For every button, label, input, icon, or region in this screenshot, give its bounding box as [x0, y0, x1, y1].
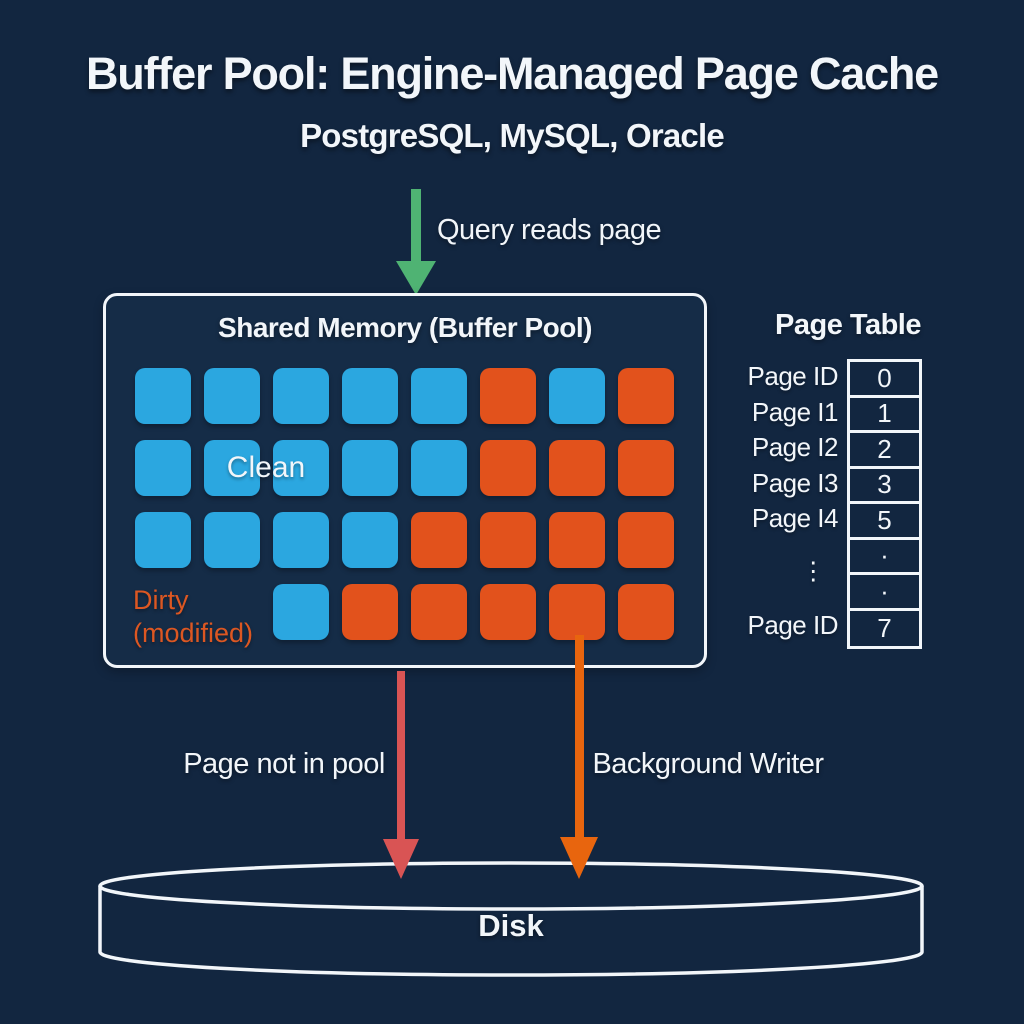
clean-pages-label: Clean	[226, 451, 306, 484]
page-table-cell: 2	[850, 433, 919, 469]
page-table-title: Page Table	[775, 309, 921, 341]
page-title: Buffer Pool: Engine-Managed Page Cache	[85, 48, 939, 99]
page-table-row-label: ⋮	[800, 557, 826, 586]
buffer-page-clean	[411, 368, 467, 424]
page-miss-arrow-icon	[383, 671, 419, 879]
disk-label: Disk	[478, 908, 544, 943]
buffer-page-dirty	[618, 440, 674, 496]
page-table-row-label: Page I3	[751, 467, 839, 498]
buffer-pool-box: Shared Memory (Buffer Pool) Clean Dirty …	[103, 293, 707, 668]
dirty-label-line1: Dirty	[133, 585, 189, 615]
background-writer-label: Background Writer	[592, 748, 824, 780]
page-table-row-label: Page I2	[751, 432, 839, 463]
buffer-page-clean	[204, 440, 260, 496]
disk-cylinder-icon	[98, 861, 924, 977]
buffer-page-dirty	[618, 368, 674, 424]
buffer-page-dirty	[411, 512, 467, 568]
page-table-cell: ·	[850, 575, 919, 611]
buffer-page-dirty	[480, 368, 536, 424]
buffer-page-dirty	[480, 512, 536, 568]
buffer-page-dirty	[411, 584, 467, 640]
buffer-page-clean	[135, 512, 191, 568]
buffer-page-clean	[342, 440, 398, 496]
buffer-page-clean	[204, 512, 260, 568]
page-not-in-pool-label: Page not in pool	[183, 748, 385, 780]
page-subtitle: PostgreSQL, MySQL, Oracle	[300, 117, 725, 154]
query-reads-arrow-icon	[396, 189, 436, 295]
buffer-page-clean	[273, 584, 329, 640]
buffer-page-dirty	[549, 584, 605, 640]
buffer-page-clean	[273, 440, 329, 496]
query-reads-page-label: Query reads page	[437, 214, 662, 246]
page-table-cell: 7	[877, 612, 892, 643]
buffer-page-clean	[342, 512, 398, 568]
buffer-page-dirty	[342, 584, 398, 640]
page-table-row-label: Page I4	[751, 503, 839, 534]
page-table-row-label: Page ID	[747, 361, 839, 392]
buffer-page-dirty	[480, 584, 536, 640]
buffer-page-dirty	[618, 512, 674, 568]
buffer-page-clean	[342, 368, 398, 424]
dirty-label-line2: (modified)	[133, 618, 254, 648]
page-table-cell: ·	[850, 540, 919, 575]
page-table-cell: 5	[850, 504, 919, 540]
buffer-pool-header: Shared Memory (Buffer Pool)	[218, 312, 592, 343]
buffer-page-dirty	[549, 512, 605, 568]
page-table-cell: 0	[850, 362, 919, 398]
page-table-row-label: Page I1	[751, 396, 839, 427]
page-table-labels: Page ID Page I1 Page I2 Page I3 Page I4 ⋮ Page…	[728, 359, 839, 643]
buffer-page-dirty	[480, 440, 536, 496]
buffer-page-clean	[411, 440, 467, 496]
buffer-page-dirty	[549, 440, 605, 496]
page-table-cell: 3	[850, 469, 919, 504]
background-writer-arrow-icon	[560, 635, 598, 879]
buffer-page-dirty	[618, 584, 674, 640]
buffer-page-clean	[204, 368, 260, 424]
buffer-page-clean	[135, 440, 191, 496]
buffer-page-clean	[549, 368, 605, 424]
dirty-pages-label: Dirty (modified)	[133, 584, 253, 650]
buffer-page-clean	[273, 512, 329, 568]
page-table-row-label: Page ID	[747, 609, 839, 640]
buffer-page-clean	[273, 368, 329, 424]
buffer-page-clean	[135, 368, 191, 424]
page-table-cell: 1	[850, 398, 919, 433]
